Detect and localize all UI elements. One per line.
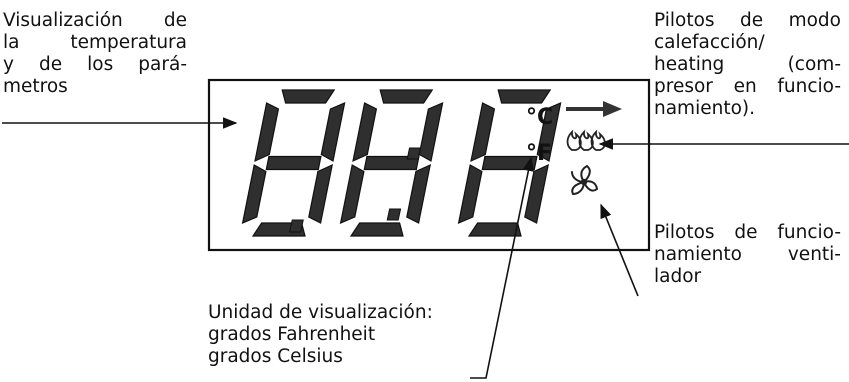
colon-dot-upper — [406, 147, 422, 160]
unit-label: Unidad de visualización: grados Fahrenhe… — [208, 302, 498, 368]
fan-label-line: Pilotos de funcio- — [654, 222, 841, 243]
segment-middle — [363, 155, 420, 171]
mode-label-line: namiento). — [654, 98, 756, 119]
flame-icon — [566, 129, 606, 151]
lcd-display-frame — [207, 78, 651, 252]
mode-label: Pilotos de modo calefacción/ heating (co… — [654, 10, 841, 120]
right-arrow-icon — [566, 101, 622, 117]
display-label-line: metros — [3, 76, 68, 97]
segment-lower-right — [406, 163, 432, 224]
unit-label-line: grados Fahrenheit — [208, 324, 376, 345]
fan-label-line: namiento venti- — [654, 244, 841, 265]
colon-dot-lower — [386, 208, 402, 221]
fan-label-line: lador — [654, 266, 702, 287]
segment-upper-right — [536, 102, 562, 162]
display-label-line: la temperatura — [3, 32, 187, 53]
display-label-line: y de los pará- — [3, 54, 187, 75]
segment-upper-right — [320, 102, 346, 162]
segment-lower-left — [339, 164, 365, 224]
mode-label-line: heating (com- — [654, 54, 841, 75]
mode-label-line: calefacción/ — [654, 32, 765, 53]
decimal-point — [289, 219, 304, 233]
segment-upper-right — [418, 102, 444, 162]
segment-lower-right — [308, 163, 334, 224]
display-label-line: Visualización de — [3, 10, 187, 31]
segment-upper-left — [254, 102, 280, 163]
segment-top — [281, 89, 336, 104]
mode-label-line: Pilotos de modo — [654, 10, 841, 31]
segment-top — [379, 89, 434, 104]
segment-top — [497, 89, 552, 104]
mode-label-line: presor en funcio- — [654, 76, 841, 97]
segment-middle — [265, 155, 322, 171]
digit-3 — [457, 89, 562, 237]
segment-upper-left — [352, 102, 378, 163]
segment-lower-left — [457, 164, 483, 224]
fan-leader-line — [600, 203, 639, 297]
segment-bottom — [349, 222, 404, 237]
segment-lower-left — [241, 164, 267, 224]
segment-bottom — [467, 222, 522, 237]
unit-label-line: Unidad de visualización: — [208, 302, 433, 323]
segment-lower-right — [524, 163, 550, 224]
celsius-indicator: °C — [526, 105, 553, 130]
digit-1 — [241, 89, 346, 237]
unit-leader-line — [470, 156, 535, 379]
segment-upper-left — [470, 102, 496, 163]
digit-2 — [339, 89, 444, 237]
fan-icon — [571, 164, 599, 196]
unit-label-line: grados Celsius — [208, 346, 343, 367]
display-label: Visualización de la temperatura y de los… — [3, 10, 187, 98]
fan-label: Pilotos de funcio- namiento venti- lador — [654, 222, 841, 288]
